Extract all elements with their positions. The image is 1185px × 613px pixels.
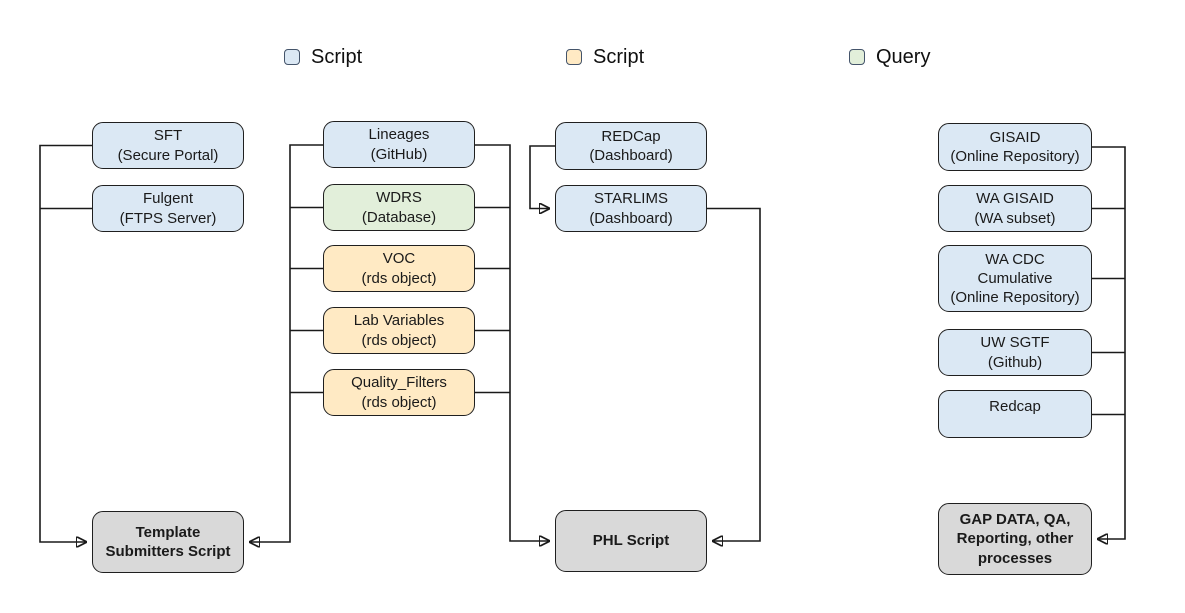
node-voc: VOC (rds object) <box>323 245 475 292</box>
node-redcap: Redcap <box>938 390 1092 438</box>
connector-redcap-to-starlims <box>529 145 555 209</box>
connector-col2-right-bus-to-phl <box>475 144 549 541</box>
node-gap-data: GAP DATA, QA, Reporting, other processes <box>938 503 1092 575</box>
legend-label: Script <box>593 46 645 68</box>
node-fulgent: Fulgent (FTPS Server) <box>92 185 244 232</box>
node-starlims: STARLIMS (Dashboard) <box>555 185 707 232</box>
node-lineages: Lineages (GitHub) <box>323 121 475 168</box>
node-phl-script: PHL Script <box>555 510 707 572</box>
legend-swatch-green <box>849 49 865 65</box>
legend-label: Query <box>876 46 931 68</box>
legend-item-script-yellow: Script <box>566 47 644 67</box>
legend-swatch-blue <box>284 49 300 65</box>
connector-col2-left-bus-to-template <box>250 144 323 542</box>
node-wdrs: WDRS (Database) <box>323 184 475 231</box>
legend-item-script-blue: Script <box>284 47 362 67</box>
connector-starlims-to-phl <box>707 207 761 542</box>
node-redcap-dashboard: REDCap (Dashboard) <box>555 122 707 170</box>
node-lab-variables: Lab Variables (rds object) <box>323 307 475 354</box>
connector-col1-bus-to-template <box>39 144 92 543</box>
legend-label: Script <box>311 46 363 68</box>
legend-swatch-yellow <box>566 49 582 65</box>
node-wa-gisaid: WA GISAID (WA subset) <box>938 185 1092 232</box>
node-wa-cdc-cumulative: WA CDC Cumulative (Online Repository) <box>938 245 1092 312</box>
node-uw-sgtf: UW SGTF (Github) <box>938 329 1092 376</box>
connector-col4-bus-to-gap <box>1092 146 1126 539</box>
node-template-submitters-script: Template Submitters Script <box>92 511 244 573</box>
node-sft: SFT (Secure Portal) <box>92 122 244 169</box>
node-quality-filters: Quality_Filters (rds object) <box>323 369 475 416</box>
legend-item-query-green: Query <box>849 47 930 67</box>
node-gisaid: GISAID (Online Repository) <box>938 123 1092 171</box>
